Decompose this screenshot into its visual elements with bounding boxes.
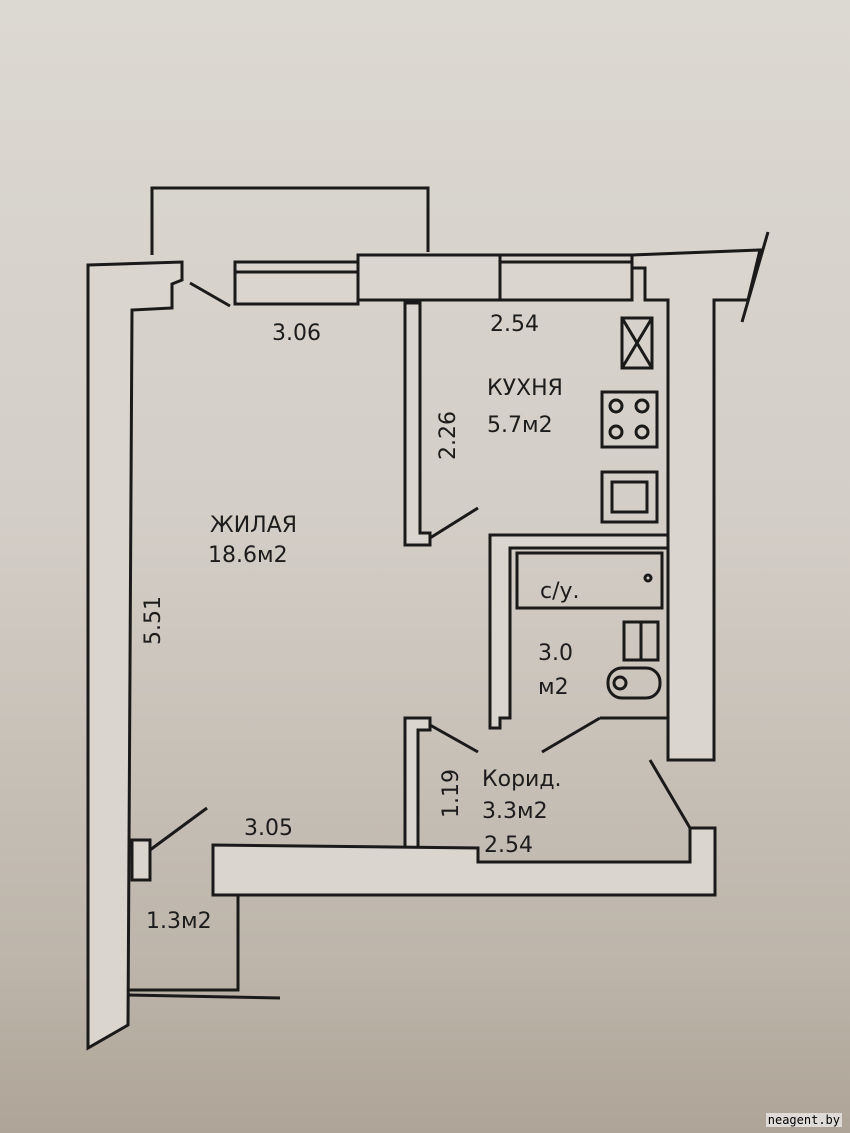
dim-corridor-bottom: 2.54 [484,833,533,858]
kitchen-partition [403,301,432,547]
living-label: ЖИЛАЯ [210,513,297,538]
bathroom-wall [488,533,670,730]
corridor-label: Корид. [482,767,562,792]
door-swing [429,506,479,540]
ventilation-icon [620,316,654,370]
dim-living-bottom: 3.05 [244,816,293,841]
dim-living-top: 3.06 [272,321,321,346]
dim-corridor-side: 1.19 [439,769,464,818]
bathroom-label: с/у. [540,579,580,604]
kitchen-label: КУХНЯ [487,376,563,401]
window-living [233,260,360,306]
living-area: 18.6м2 [208,543,288,568]
dim-living-side: 5.51 [141,596,166,645]
bathtub-icon [515,551,664,610]
stove-icon [600,390,659,449]
kitchen-area: 5.7м2 [487,413,553,438]
balcony-area: 1.3м2 [146,909,212,934]
balcony-outline [128,895,240,992]
door-swing [429,723,479,754]
door-swing [541,716,601,754]
toilet-icon [606,620,662,700]
top-wall [356,253,502,302]
window-kitchen [498,260,634,302]
corridor-area: 3.3м2 [482,799,548,824]
sink-icon [600,470,659,524]
loggia-outline [150,186,430,255]
watermark: neagent.by [765,1113,842,1127]
entrance-door-swing [648,759,692,829]
dim-kitchen-side: 2.26 [436,411,461,460]
left-wall [86,260,184,1051]
bathroom-area-unit: м2 [538,675,569,700]
dim-kitchen-top: 2.54 [490,312,539,337]
corridor-partition [403,716,432,850]
door-swing [189,281,231,308]
bathroom-area-value: 3.0 [538,641,573,666]
door-swing [149,806,208,852]
